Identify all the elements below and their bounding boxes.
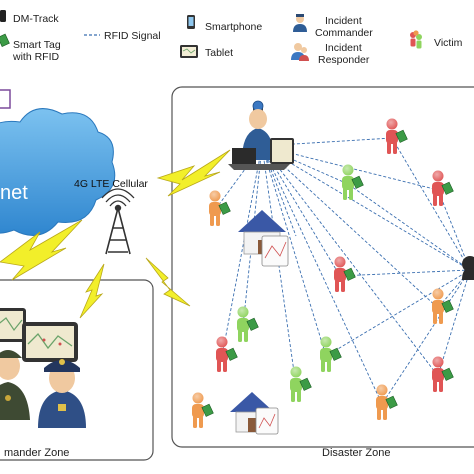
legend-smartphone: Smartphone [187, 15, 262, 33]
victim-icon [376, 384, 398, 420]
rfid-link-hub-house [261, 145, 297, 237]
commander-zone-box [0, 279, 154, 461]
bolt-tower-to-commander-zone [79, 263, 105, 319]
bolt-tower-to-disaster-zone [145, 257, 191, 307]
victim-icon [432, 170, 454, 206]
rfid-link-responder-5 [437, 269, 471, 309]
commander-icon [293, 14, 307, 32]
legend-smartphone-label: Smartphone [205, 21, 262, 33]
rfid-link-responder-4 [339, 269, 471, 277]
command-tablet-left [0, 308, 26, 342]
legend-incident-responder-line2: Responder [318, 54, 370, 66]
rfid-link-responder-3 [437, 189, 471, 271]
left-zone-box [0, 89, 11, 109]
legend-smart-tag-line2: with RFID [12, 51, 60, 63]
victim-icon [386, 118, 408, 154]
bolt-cloud-to-tower [0, 219, 83, 281]
commander-zone-label: mander Zone [4, 447, 69, 459]
cloud-label: net [0, 182, 28, 204]
victim-icon [209, 190, 231, 226]
cell-tower: 4G LTE Cellular [74, 178, 148, 255]
legend-smart-tag-line1: Smart Tag [13, 39, 61, 51]
command-tablet-right [22, 322, 78, 362]
victim-icon [342, 164, 364, 200]
legend-tablet-label: Tablet [205, 47, 233, 59]
tablet-icon [180, 45, 198, 58]
zones [0, 86, 474, 461]
rfid-link-responder-2 [391, 137, 471, 271]
legend-smart-tag: Smart Tag with RFID [0, 33, 61, 63]
legend-tablet: Tablet [180, 45, 233, 59]
rfid-link-responder-10 [437, 269, 471, 377]
victim-icon [237, 306, 259, 342]
commander-soldier-icon [0, 350, 30, 420]
cloud-shape [0, 108, 116, 236]
rfid-link-responder-8 [325, 269, 471, 357]
house-icon [238, 210, 286, 232]
rfid-link-hub-8 [261, 145, 327, 357]
rfid-link-hub-11 [261, 145, 383, 405]
legend-incident-commander: Incident Commander [293, 14, 373, 39]
victim-icon [432, 356, 454, 392]
rfid-link-hub-7 [221, 145, 263, 357]
house-lower-map [255, 407, 279, 435]
house-lower-map-route [258, 413, 276, 429]
cell-tower-icon [101, 188, 135, 255]
station-tablet-screen [272, 140, 292, 162]
victim-icon [432, 288, 454, 324]
commander-police-icon [38, 359, 86, 428]
victim-icon [334, 256, 356, 292]
victim-icon [290, 366, 312, 402]
victim-icon [410, 30, 422, 49]
rfid-link-hub-0 [214, 145, 263, 211]
bolt-tower-to-commander-station [156, 149, 231, 197]
legend-victim-label: Victim [434, 37, 463, 49]
legend-incident-commander-line1: Incident [325, 15, 362, 27]
station-laptop [232, 148, 256, 166]
victims [192, 118, 454, 428]
station-desk [228, 164, 290, 170]
house-icon [230, 392, 274, 412]
house-lower-door [248, 418, 256, 432]
phone-icon [0, 10, 6, 22]
house-upper-map-route [264, 241, 287, 259]
rfid-link-hub-10 [261, 145, 439, 377]
victim-icon [320, 336, 342, 372]
house-lower [230, 392, 279, 435]
disaster-zone-label: Disaster Zone [322, 447, 390, 459]
legend: DM-Track Smart Tag with RFID RFID Signal… [0, 10, 463, 66]
legend-incident-responder-line1: Incident [325, 42, 362, 54]
legend-victim: Victim [410, 30, 463, 49]
victim-icon [192, 392, 214, 428]
rfid-link-hub-responder [261, 145, 471, 271]
incident-responder-right [462, 256, 474, 280]
victim-icon [216, 336, 238, 372]
wireless-bolts [0, 149, 231, 319]
rfid-link-responder-1 [347, 183, 471, 271]
legend-dm-track: DM-Track [0, 10, 59, 25]
smartphone-icon [187, 15, 195, 29]
commander-head [249, 109, 267, 129]
disaster-zone-box [171, 86, 474, 448]
command-center: mander Zone [0, 308, 86, 459]
house-upper-map [261, 235, 289, 267]
legend-incident-responder: Incident Responder [291, 42, 370, 66]
legend-rfid-signal: RFID Signal [84, 30, 161, 42]
internet-cloud: net [0, 108, 116, 236]
house-upper [238, 210, 289, 267]
legend-incident-commander-line2: Commander [315, 27, 373, 39]
rfid-tag-icon [0, 33, 10, 47]
responder-icon [291, 43, 309, 61]
rfid-link-responder-11 [381, 269, 471, 405]
cellular-label: 4G LTE Cellular [74, 178, 148, 190]
legend-rfid-signal-label: RFID Signal [104, 30, 161, 42]
legend-dm-track-label: DM-Track [13, 13, 59, 25]
incident-commander-station [228, 100, 294, 170]
